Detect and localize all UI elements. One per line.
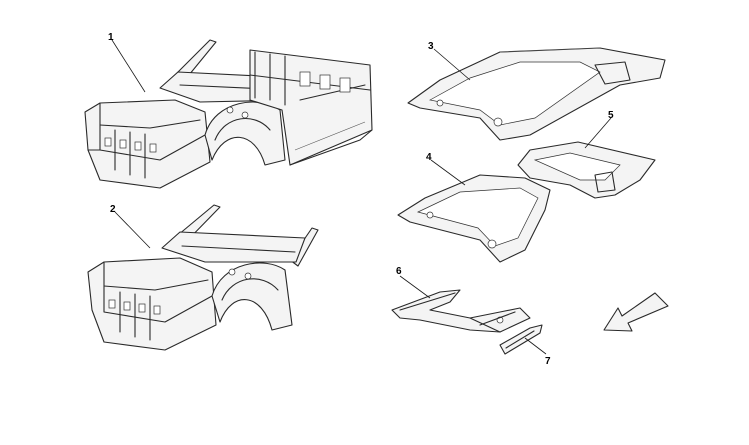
leader-2 [114,211,151,249]
callout-4: 4 [426,152,432,163]
part-1-body-frame[interactable] [84,39,373,189]
callout-1: 1 [108,32,114,43]
part-4-windshield-frame[interactable] [397,174,551,263]
leader-5 [584,117,612,149]
part-6-floor-rail[interactable] [391,289,531,333]
part-5-rear-frame[interactable] [517,141,656,199]
leader-6 [399,275,431,299]
leader-4 [430,159,466,186]
leader-1 [111,39,146,93]
callout-6: 6 [396,266,402,277]
callout-5: 5 [608,110,614,121]
part-2-front-frame[interactable] [87,204,319,351]
leader-7 [524,337,547,355]
callout-2: 2 [110,204,116,215]
leader-3 [433,48,471,81]
part-3-roof-frame[interactable] [407,47,666,141]
callout-7: 7 [545,356,551,367]
part-7-bracket[interactable] [499,324,543,355]
callout-3: 3 [428,41,434,52]
front-direction-arrow-icon [603,292,669,332]
